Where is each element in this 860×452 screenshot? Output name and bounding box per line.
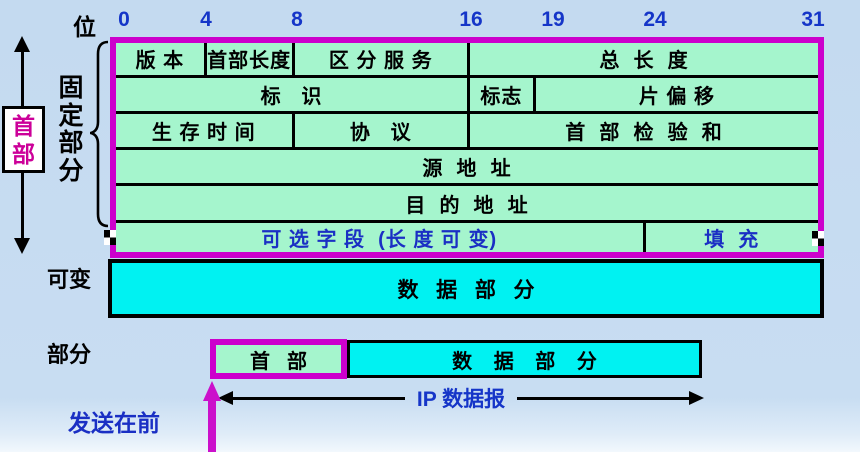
variable-part-line-2: 部分 xyxy=(46,342,91,367)
field-header-checksum: 首 部 检 验 和 xyxy=(467,114,818,147)
fixed-part-brace-icon xyxy=(90,40,109,228)
bottom-header-box: 首 部 xyxy=(210,339,347,379)
bottom-data-label: 数 据 部 分 xyxy=(452,350,605,373)
bit-tick-24: 24 xyxy=(643,8,667,31)
arrow-right-head-icon xyxy=(689,391,705,405)
fixed-part-char-3: 部 xyxy=(58,129,84,157)
bit-tick-4: 4 xyxy=(200,8,212,31)
data-section-box: 数 据 部 分 xyxy=(108,259,824,318)
fixed-part-char-4: 分 xyxy=(58,156,84,185)
variable-part-label: 可变 部分 xyxy=(46,217,92,417)
arrow-left-head-icon xyxy=(218,391,233,405)
header-row-6: 可 选 字 段 (长 度 可 变) 填 充 xyxy=(116,220,818,252)
sent-first-label: 发送在前 xyxy=(68,410,160,436)
ip-datagram-label: IP 数据报 xyxy=(416,388,506,411)
ip-datagram-extent-arrow: IP 数据报 xyxy=(218,388,705,411)
fixed-part-char-1: 固 xyxy=(58,74,84,102)
bit-tick-16: 16 xyxy=(459,8,483,31)
field-source-address: 源 地 址 xyxy=(422,158,512,181)
field-fragment-offset: 片 偏 移 xyxy=(532,77,818,112)
header-callout-line1: 首 xyxy=(12,112,35,139)
variable-part-line-1: 可变 xyxy=(46,267,91,292)
fixed-part-label: 固 定 部 分 xyxy=(56,74,86,185)
bit-unit-label: 位 xyxy=(73,14,96,40)
header-row-5: 目 的 地 址 xyxy=(116,183,818,220)
bit-tick-8: 8 xyxy=(291,8,303,31)
header-callout-box: 首 部 xyxy=(2,106,45,173)
field-diff-services: 区 分 服 务 xyxy=(291,43,468,75)
field-total-length: 总 长 度 xyxy=(467,43,818,75)
arrow-line xyxy=(517,396,690,400)
bit-tick-19: 19 xyxy=(541,8,565,31)
field-protocol: 协 议 xyxy=(291,114,468,147)
bit-tick-0: 0 xyxy=(118,8,130,31)
send-arrow-shaft xyxy=(208,401,216,452)
field-destination-address: 目 的 地 址 xyxy=(405,194,529,217)
header-row-3: 生 存 时 间 协 议 首 部 检 验 和 xyxy=(116,111,818,147)
bottom-header-label: 首 部 xyxy=(249,350,310,373)
ip-header-box: 版 本 首部长度 区 分 服 务 总 长 度 标 识 标志 片 偏 移 生 存 … xyxy=(110,37,824,258)
data-section-label: 数 据 部 分 xyxy=(397,278,537,302)
field-flags: 标志 xyxy=(467,77,533,112)
field-ttl: 生 存 时 间 xyxy=(151,122,256,144)
break-mark-right-icon xyxy=(812,231,824,246)
field-header-length: 首部长度 xyxy=(203,43,292,75)
arrow-down-head-icon xyxy=(14,238,30,254)
header-row-1: 版 本 首部长度 区 分 服 务 总 长 度 xyxy=(116,43,818,75)
header-callout-line2: 部 xyxy=(12,140,35,167)
send-arrow-head xyxy=(203,381,221,401)
bottom-data-box: 数 据 部 分 xyxy=(347,340,702,378)
fixed-part-char-2: 定 xyxy=(58,101,84,130)
field-padding: 填 充 xyxy=(642,223,819,252)
bit-tick-31: 31 xyxy=(801,8,825,31)
send-direction-arrow-icon xyxy=(203,381,221,452)
arrow-line xyxy=(233,396,405,400)
header-row-2: 标 识 标志 片 偏 移 xyxy=(116,74,818,112)
break-mark-left-icon xyxy=(104,230,116,245)
header-row-4: 源 地 址 xyxy=(116,146,818,184)
field-version: 版 本 xyxy=(135,50,185,73)
field-identification: 标 识 xyxy=(260,85,323,108)
field-options: 可 选 字 段 (长 度 可 变) xyxy=(261,229,498,251)
